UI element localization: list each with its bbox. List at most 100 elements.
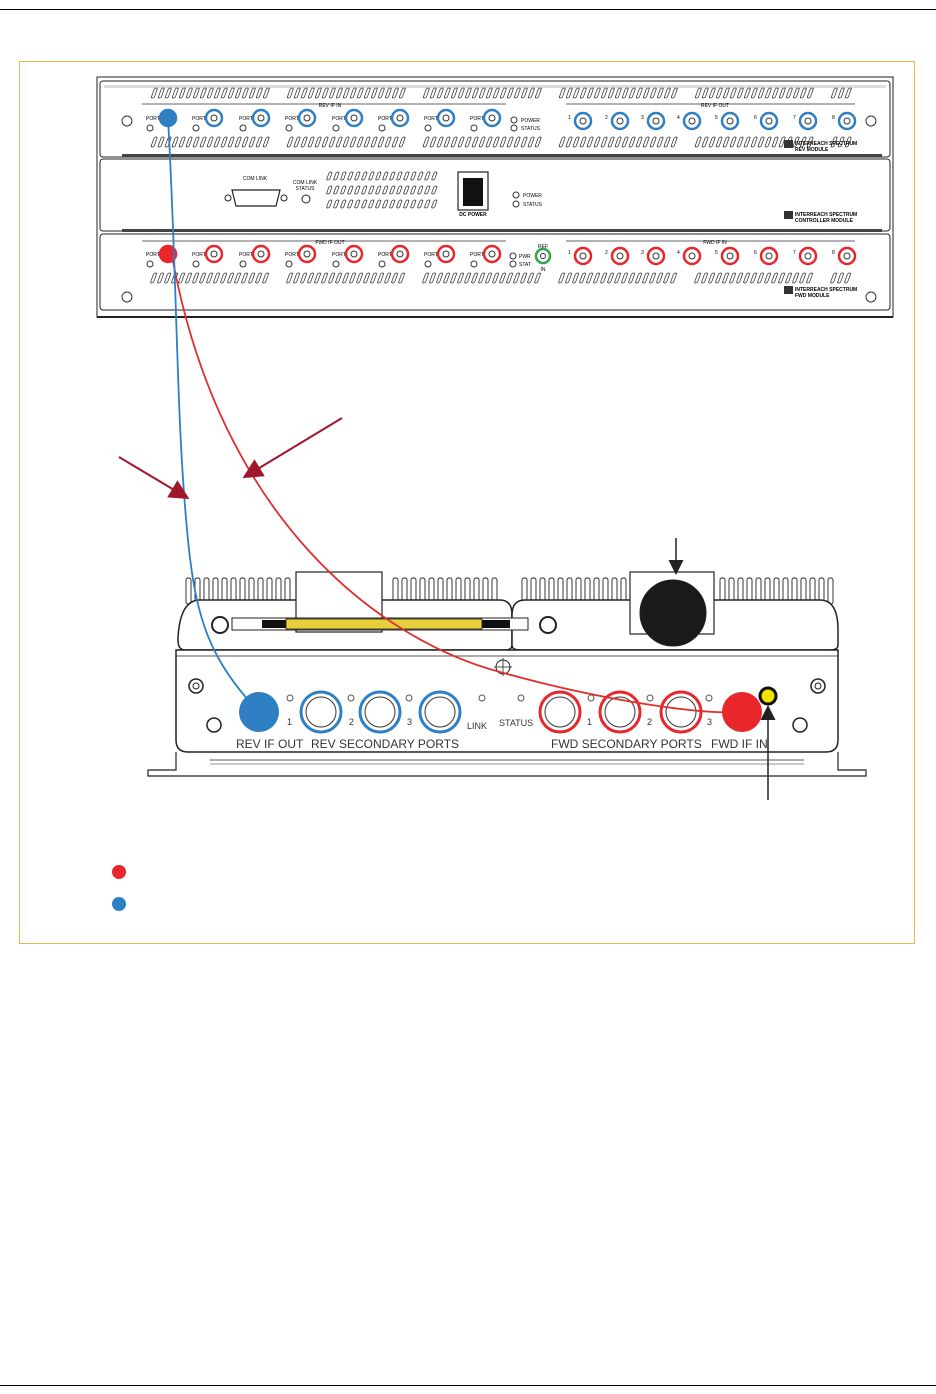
bottom-rule	[0, 1385, 936, 1386]
ref-in-port[interactable]	[534, 247, 552, 265]
rack-port-label: PORT 2	[192, 252, 210, 258]
rack-port-center	[579, 252, 587, 260]
rack-port-number: 5	[715, 115, 718, 121]
rack-port[interactable]	[251, 108, 271, 128]
secondary-port[interactable]	[538, 690, 582, 734]
rack-port-led	[470, 124, 478, 132]
rack-port-label: PORT 2	[192, 116, 210, 122]
rack-port-center	[488, 250, 496, 258]
rack-port[interactable]	[251, 244, 271, 264]
rack-port-led	[378, 260, 386, 268]
rack-port[interactable]	[204, 244, 224, 264]
rack-port-led	[192, 124, 200, 132]
rev-secondary-ports-label: REV SECONDARY PORTS	[311, 737, 459, 751]
com-link-status-label-2: STATUS	[296, 186, 316, 192]
rack-port[interactable]	[646, 111, 666, 131]
secondary-port[interactable]	[358, 690, 402, 734]
rack-port-number: 7	[793, 250, 796, 256]
fwd-screw-right	[865, 291, 877, 303]
com-link-connector[interactable]	[231, 189, 281, 207]
rack-port-label: PORT 8	[470, 116, 488, 122]
rack-port-center	[303, 114, 311, 122]
rack-port-led	[332, 124, 340, 132]
rack-port-center	[765, 117, 773, 125]
rack-port[interactable]	[436, 244, 456, 264]
dc-power-label: DC POWER	[459, 212, 487, 218]
rack-port-center	[688, 252, 696, 260]
fwd-brand-line1: INTERREACH SPECTRUM	[795, 287, 857, 293]
rack-port[interactable]	[610, 246, 630, 266]
rev-screw-left	[121, 115, 133, 127]
rack-port[interactable]	[482, 244, 502, 264]
rack-port-label: PORT 5	[332, 116, 350, 122]
fwd-stat-label: STAT	[519, 262, 531, 268]
rev-brand-logo	[784, 140, 793, 148]
rack-port-led	[470, 260, 478, 268]
rack-port[interactable]	[390, 244, 410, 264]
fwd-vents	[150, 272, 851, 284]
secondary-port-inner	[604, 696, 636, 728]
secondary-port[interactable]	[418, 690, 462, 734]
rack-port-label: PORT 3	[239, 252, 257, 258]
rack-port-number: 1	[568, 250, 571, 256]
heat-sink-fin	[185, 577, 192, 605]
secondary-port[interactable]	[299, 690, 343, 734]
rack-port[interactable]	[682, 246, 702, 266]
status-label: STATUS	[499, 718, 533, 728]
controller-module: COM LINK COM LINK STATUS DC POWER POWER …	[99, 158, 891, 232]
rev-vents-top	[151, 87, 852, 99]
rack-port[interactable]	[344, 108, 364, 128]
rack-port[interactable]	[837, 246, 857, 266]
main-connector[interactable]	[639, 579, 707, 647]
rack-port[interactable]	[837, 111, 857, 131]
rack-port-number: 2	[605, 250, 608, 256]
rack-port[interactable]	[759, 246, 779, 266]
rack-port[interactable]	[297, 108, 317, 128]
fwd-if-in-header: FWD IF IN	[703, 240, 727, 246]
rack-port-number: 3	[641, 115, 644, 121]
controller-power-label: POWER	[523, 193, 542, 199]
fwd-stat-led	[509, 260, 517, 268]
rack-port-center	[652, 252, 660, 260]
rack-port[interactable]	[390, 108, 410, 128]
rack-port-label: PORT 3	[239, 116, 257, 122]
rack-port-number: 4	[677, 115, 680, 121]
rack-port[interactable]	[646, 246, 666, 266]
rack-port-center	[350, 250, 358, 258]
rack-port-number: 8	[832, 115, 835, 121]
rack-port-center	[396, 114, 404, 122]
rack-port[interactable]	[436, 108, 456, 128]
dc-power-switch[interactable]	[457, 171, 489, 211]
rack-port-led	[192, 260, 200, 268]
rack-port[interactable]	[720, 111, 740, 131]
secondary-port[interactable]	[659, 690, 703, 734]
rack-port-label: PORT 8	[470, 252, 488, 258]
rack-port[interactable]	[682, 111, 702, 131]
rack-port[interactable]	[573, 246, 593, 266]
rack-port[interactable]	[720, 246, 740, 266]
rack-port[interactable]	[798, 111, 818, 131]
top-rule	[0, 9, 936, 10]
rack-port[interactable]	[759, 111, 779, 131]
rack-port[interactable]	[573, 111, 593, 131]
rack-port-center	[765, 252, 773, 260]
rack-port[interactable]	[297, 244, 317, 264]
rack-port[interactable]	[798, 246, 818, 266]
fwd-secondary-ports	[538, 690, 703, 734]
rack-port-number: 2	[605, 115, 608, 121]
rack-port-center	[210, 114, 218, 122]
rack-port[interactable]	[344, 244, 364, 264]
rack-port[interactable]	[482, 108, 502, 128]
heat-sink-fin	[827, 577, 834, 605]
rack-port-center	[688, 117, 696, 125]
status-led	[517, 694, 525, 702]
rack-port-number: 3	[641, 250, 644, 256]
rack-port-center	[303, 250, 311, 258]
rack-port-center	[726, 252, 734, 260]
rack-port-center	[210, 250, 218, 258]
rack-port[interactable]	[204, 108, 224, 128]
rack-port-center	[726, 117, 734, 125]
rack-port[interactable]	[610, 111, 630, 131]
